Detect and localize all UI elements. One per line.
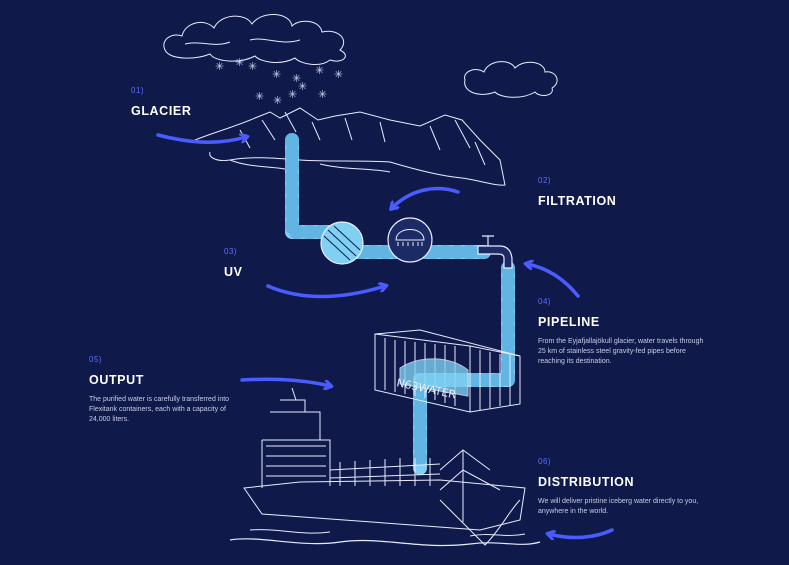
step-output: 05) OUTPUT The purified water is careful…: [89, 355, 239, 425]
arrow-filtration: [392, 186, 460, 208]
water-pipe: [285, 133, 515, 475]
snowflakes: ✳✳✳ ✳✳✳ ✳✳✳ ✳✳✳: [215, 56, 343, 107]
svg-text:✳: ✳: [273, 94, 282, 107]
svg-text:✳: ✳: [318, 88, 327, 101]
step-glacier: 01) GLACIER: [131, 86, 191, 118]
storm-cloud-icon: [163, 14, 346, 65]
svg-text:✳: ✳: [255, 90, 264, 103]
arrow-distribution: [549, 528, 614, 537]
step-title: FILTRATION: [538, 194, 617, 208]
step-number: 04): [538, 297, 552, 306]
arrow-uv: [266, 286, 385, 299]
step-number: 01): [131, 86, 145, 95]
faucet-icon: [477, 235, 513, 269]
step-title: OUTPUT: [89, 373, 144, 387]
svg-text:✳: ✳: [215, 60, 224, 73]
glacier-mountains: [194, 107, 506, 186]
step-filtration: 02) FILTRATION: [538, 176, 616, 208]
step-title: PIPELINE: [538, 315, 600, 329]
flow-arrows: [156, 135, 614, 537]
uv-unit: [320, 221, 364, 265]
arrow-glacier: [156, 135, 246, 144]
small-cloud-icon: [464, 61, 558, 98]
filtration-unit: [387, 217, 433, 263]
shipping-container: N63WATER: [374, 329, 521, 413]
arrow-pipeline: [527, 264, 580, 298]
cargo-ship: [229, 387, 541, 547]
step-number: 02): [538, 176, 552, 185]
step-number: 05): [89, 355, 103, 364]
step-description: From the Eyjafjallajökull glacier, water…: [538, 338, 704, 365]
svg-text:✳: ✳: [248, 60, 257, 73]
step-number: 03): [224, 247, 238, 256]
step-number: 06): [538, 457, 552, 466]
svg-text:✳: ✳: [315, 64, 324, 77]
svg-text:✳: ✳: [298, 80, 307, 93]
step-title: UV: [224, 265, 243, 279]
step-description: We will deliver pristine iceberg water d…: [538, 498, 699, 515]
svg-text:✳: ✳: [272, 68, 281, 81]
svg-text:✳: ✳: [288, 88, 297, 101]
step-title: GLACIER: [131, 104, 192, 118]
step-description: The purified water is carefully transfer…: [89, 396, 230, 423]
step-title: DISTRIBUTION: [538, 475, 635, 489]
step-pipeline: 04) PIPELINE From the Eyjafjallajökull g…: [538, 297, 708, 367]
arrow-output: [240, 377, 330, 386]
step-uv: 03) UV: [224, 247, 243, 279]
step-distribution: 06) DISTRIBUTION We will deliver pristin…: [538, 457, 708, 517]
svg-text:✳: ✳: [235, 56, 244, 69]
svg-text:✳: ✳: [334, 68, 343, 81]
svg-text:✳: ✳: [292, 72, 301, 85]
